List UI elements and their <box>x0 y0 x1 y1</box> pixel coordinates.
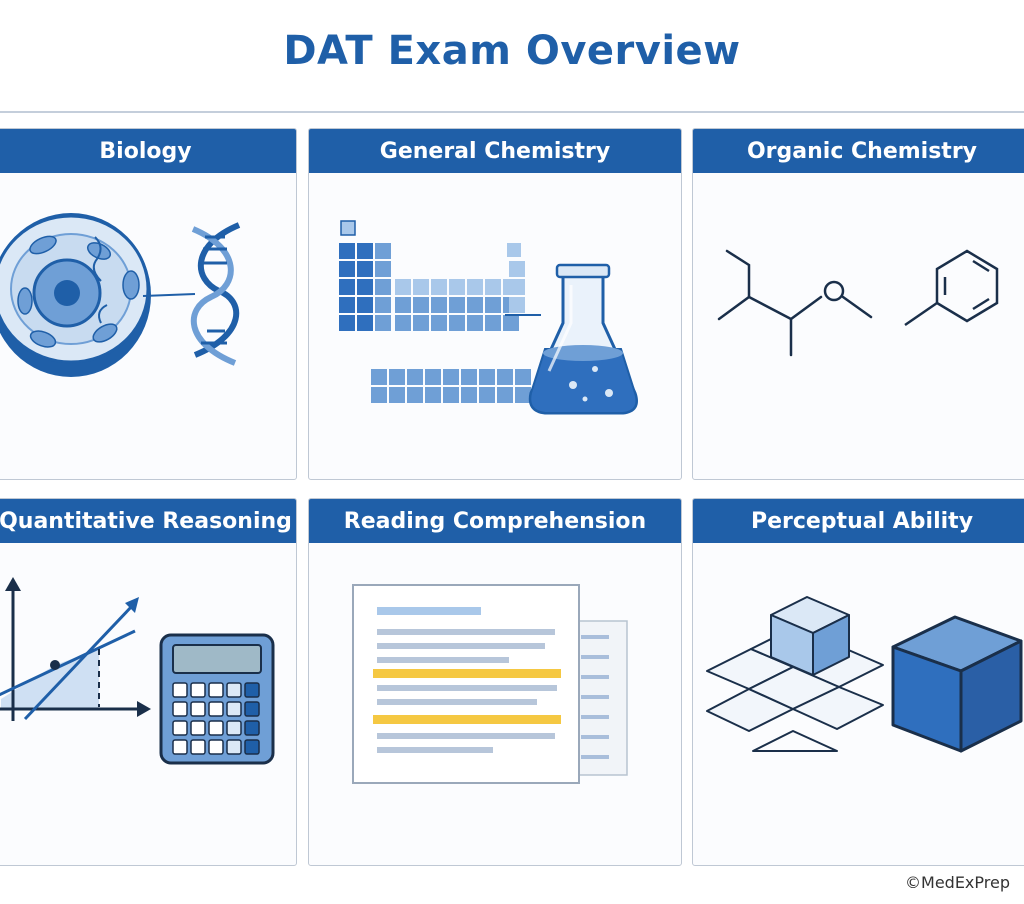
panel-header-biology: Biology <box>0 129 296 173</box>
panel-biology: Biology <box>0 128 297 480</box>
panel-reading-comprehension: Reading Comprehension <box>308 498 682 866</box>
panel-header-general-chemistry: General Chemistry <box>309 129 681 173</box>
flask-icon <box>528 263 638 415</box>
general-chemistry-illustration <box>339 220 638 415</box>
calculator-icon <box>159 633 275 765</box>
panel-perceptual-ability: Perceptual Ability <box>692 498 1024 866</box>
panel-quantitative-reasoning: Quantitative Reasoning <box>0 498 297 866</box>
title-divider <box>0 111 1024 113</box>
page-title: DAT Exam Overview <box>283 28 741 74</box>
quantitative-reasoning-illustration <box>0 577 275 765</box>
panel-header-perceptual-ability: Perceptual Ability <box>693 499 1024 543</box>
dna-helix-icon <box>190 222 241 366</box>
periodic-table-icon <box>339 220 541 403</box>
perceptual-ability-illustration <box>706 596 1023 753</box>
panel-organic-chemistry: Organic Chemistry <box>692 128 1024 480</box>
panel-header-organic-chemistry: Organic Chemistry <box>693 129 1024 173</box>
biology-illustration <box>0 213 241 377</box>
cube-icon <box>891 615 1023 753</box>
copyright-text: ©MedExPrep <box>905 873 1010 892</box>
panel-header-reading-comprehension: Reading Comprehension <box>309 499 681 543</box>
benzene-ring-icon <box>904 249 999 327</box>
document-icon <box>352 584 628 784</box>
reading-comprehension-illustration <box>352 584 628 784</box>
cell-icon <box>0 213 196 377</box>
panel-general-chemistry: General Chemistry <box>308 128 682 480</box>
organic-chemistry-illustration <box>717 249 999 357</box>
skeletal-structure-icon <box>717 249 873 357</box>
panel-header-quantitative-reasoning: Quantitative Reasoning <box>0 499 296 543</box>
cube-net-icon <box>706 596 884 752</box>
graph-icon <box>0 577 151 721</box>
